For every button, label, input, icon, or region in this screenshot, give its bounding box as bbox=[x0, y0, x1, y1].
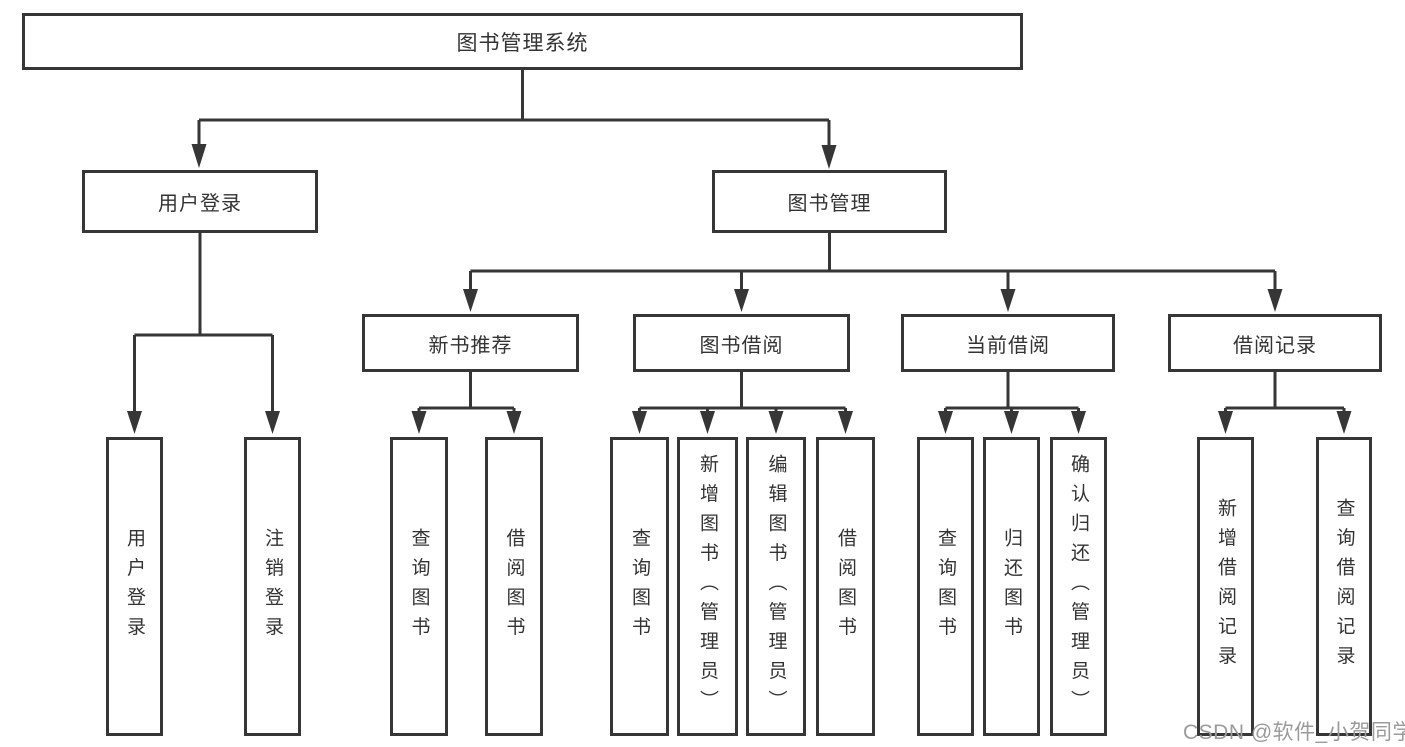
leaf-label: 借阅图书 bbox=[503, 527, 525, 646]
arrowheads-current-borrow-to-leaves bbox=[938, 411, 1086, 434]
node-user-login: 用户登录 bbox=[82, 170, 318, 233]
leaf-label: 确认归还（管理员） bbox=[1068, 453, 1089, 720]
node-label: 图书管理系统 bbox=[456, 31, 589, 55]
leaf-label: 查询图书 bbox=[935, 527, 956, 646]
connector-book-mgmt-to-level3 bbox=[469, 233, 1277, 292]
leaf-label: 查询借阅记录 bbox=[1333, 498, 1355, 675]
node-label: 借阅记录 bbox=[1233, 334, 1317, 357]
node-root-library-management-system: 图书管理系统 bbox=[22, 13, 1023, 70]
leaf-borrowing-edit-books-admin: 编辑图书（管理员） bbox=[746, 437, 806, 736]
node-label: 图书借阅 bbox=[699, 334, 784, 357]
leaf-logout: 注销登录 bbox=[244, 437, 301, 736]
connector-new-book-to-leaves bbox=[417, 372, 516, 412]
leaf-borrowing-query-books: 查询图书 bbox=[610, 437, 669, 736]
connector-records-to-leaves bbox=[1224, 372, 1346, 412]
arrowheads-records-to-leaves bbox=[1218, 411, 1352, 434]
leaf-label: 新增图书（管理员） bbox=[697, 453, 718, 720]
leaf-user-login: 用户登录 bbox=[106, 437, 163, 736]
node-label: 用户登录 bbox=[158, 193, 242, 215]
leaf-borrowing-borrow-books: 借阅图书 bbox=[816, 437, 875, 736]
arrowheads-book-borrow-to-leaves bbox=[632, 411, 853, 434]
leaf-label: 借阅图书 bbox=[835, 527, 856, 646]
node-current-borrowing: 当前借阅 bbox=[901, 314, 1115, 372]
connector-current-borrow-to-leaves bbox=[944, 372, 1080, 412]
arrowheads-book-mgmt-to-level3 bbox=[463, 289, 1283, 312]
arrowheads-user-login-to-leaves bbox=[127, 411, 280, 434]
arrowheads-root-to-level2 bbox=[191, 144, 837, 169]
connector-user-login-to-leaves bbox=[133, 233, 274, 412]
node-borrowing-records: 借阅记录 bbox=[1168, 314, 1382, 372]
node-book-management: 图书管理 bbox=[712, 170, 947, 233]
leaf-current-return-books: 归还图书 bbox=[983, 437, 1040, 736]
node-label: 图书管理 bbox=[787, 193, 872, 215]
watermark: CSDN @软件_小贺同学 bbox=[1183, 721, 1405, 744]
leaf-current-confirm-return-admin: 确认归还（管理员） bbox=[1050, 437, 1107, 736]
leaf-recommend-borrow-books: 借阅图书 bbox=[485, 437, 543, 736]
leaf-borrowing-add-books-admin: 新增图书（管理员） bbox=[677, 437, 738, 736]
leaf-label: 归还图书 bbox=[1001, 527, 1022, 646]
leaf-label: 查询图书 bbox=[408, 527, 430, 646]
connector-book-borrow-to-leaves bbox=[638, 372, 847, 412]
leaf-current-query-books: 查询图书 bbox=[917, 437, 974, 736]
node-new-book-recommend: 新书推荐 bbox=[362, 314, 579, 372]
node-label: 新书推荐 bbox=[428, 334, 513, 357]
leaf-label: 查询图书 bbox=[629, 527, 650, 646]
arrowheads-new-book-to-leaves bbox=[411, 411, 522, 434]
leaf-label: 新增借阅记录 bbox=[1215, 498, 1236, 675]
leaf-recommend-query-books: 查询图书 bbox=[390, 437, 448, 736]
leaf-records-query-borrow-record: 查询借阅记录 bbox=[1316, 437, 1372, 736]
leaf-label: 注销登录 bbox=[262, 527, 283, 646]
node-book-borrowing: 图书借阅 bbox=[633, 314, 850, 372]
leaf-label: 用户登录 bbox=[124, 527, 145, 646]
leaf-records-add-borrow-record: 新增借阅记录 bbox=[1197, 437, 1254, 736]
connector-root-to-level2 bbox=[197, 69, 831, 147]
node-label: 当前借阅 bbox=[966, 334, 1050, 357]
leaf-label: 编辑图书（管理员） bbox=[765, 453, 787, 720]
